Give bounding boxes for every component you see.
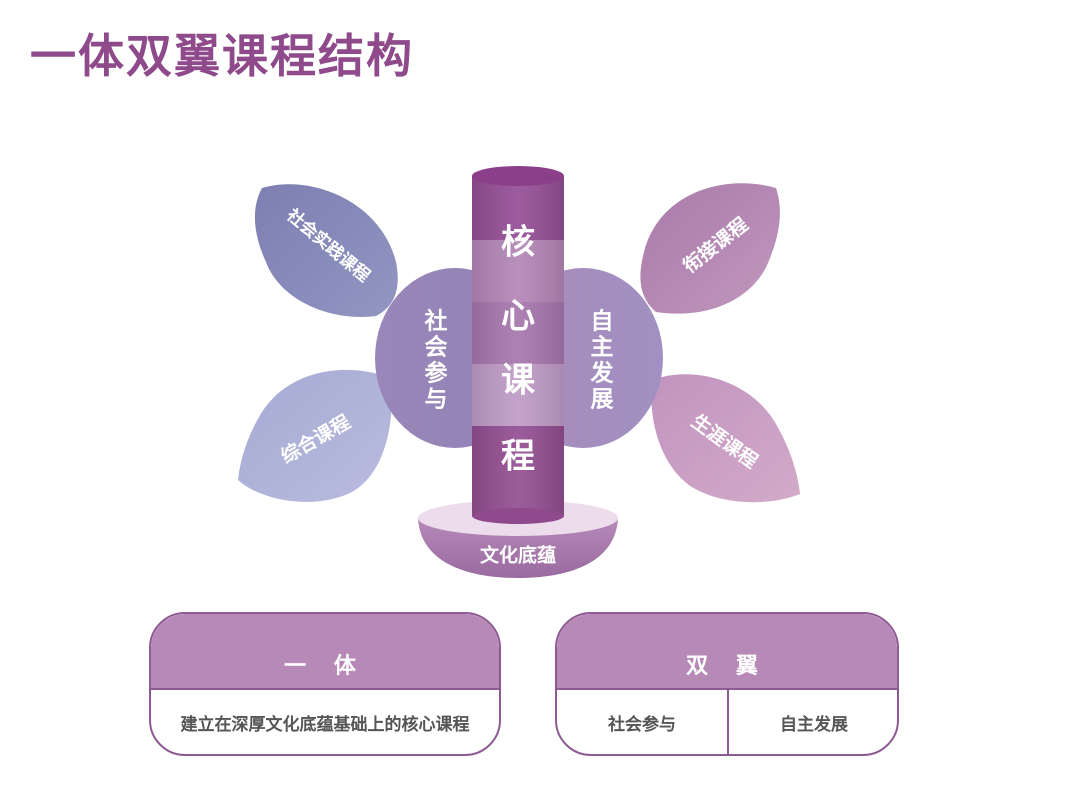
unity-box-header [151, 614, 499, 690]
wing-social-char: 与 [425, 387, 448, 413]
two-wings-box-heading: 双 翼 [686, 654, 768, 679]
page-title: 一体双翼课程结构 [30, 29, 414, 83]
unity-box-heading: 一 体 [284, 654, 366, 679]
two-wings-divider [727, 690, 729, 754]
leaf-social-practice: 社会实践课程 [254, 184, 398, 317]
wing-social-char: 社 [425, 308, 448, 335]
wing-self-development-label: 自 主 发 展 [590, 308, 614, 413]
leaf-transition: 衔接课程 [640, 183, 780, 314]
wing-self-char: 发 [590, 360, 614, 387]
two-wings-cell-social: 社会参与 [608, 715, 676, 735]
wing-social-char: 会 [425, 334, 448, 361]
two-wings-box-header [557, 614, 897, 690]
wing-self-char: 展 [591, 387, 614, 413]
core-course-char: 心 [501, 297, 535, 337]
two-wings-box: 双 翼 社会参与 自主发展 [555, 612, 899, 756]
culture-base-label: 文化底蕴 [480, 544, 556, 567]
core-column: 核 心 课 程 [472, 166, 564, 524]
core-course-char: 核 [501, 223, 535, 263]
wing-social-participation-label: 社 会 参 与 [425, 308, 448, 413]
wing-self-char: 主 [591, 335, 614, 361]
wing-social-char: 参 [425, 360, 448, 387]
unity-box: 一 体 建立在深厚文化底蕴基础上的核心课程 [149, 612, 501, 756]
leaf-comprehensive: 综合课程 [238, 369, 392, 502]
leaf-career: 生涯课程 [651, 374, 800, 503]
core-course-char: 课 [501, 361, 536, 401]
core-course-char: 程 [501, 437, 535, 477]
unity-box-text: 建立在深厚文化底蕴基础上的核心课程 [180, 715, 470, 735]
wing-self-char: 自 [591, 308, 614, 335]
two-wings-cell-self: 自主发展 [780, 715, 848, 735]
